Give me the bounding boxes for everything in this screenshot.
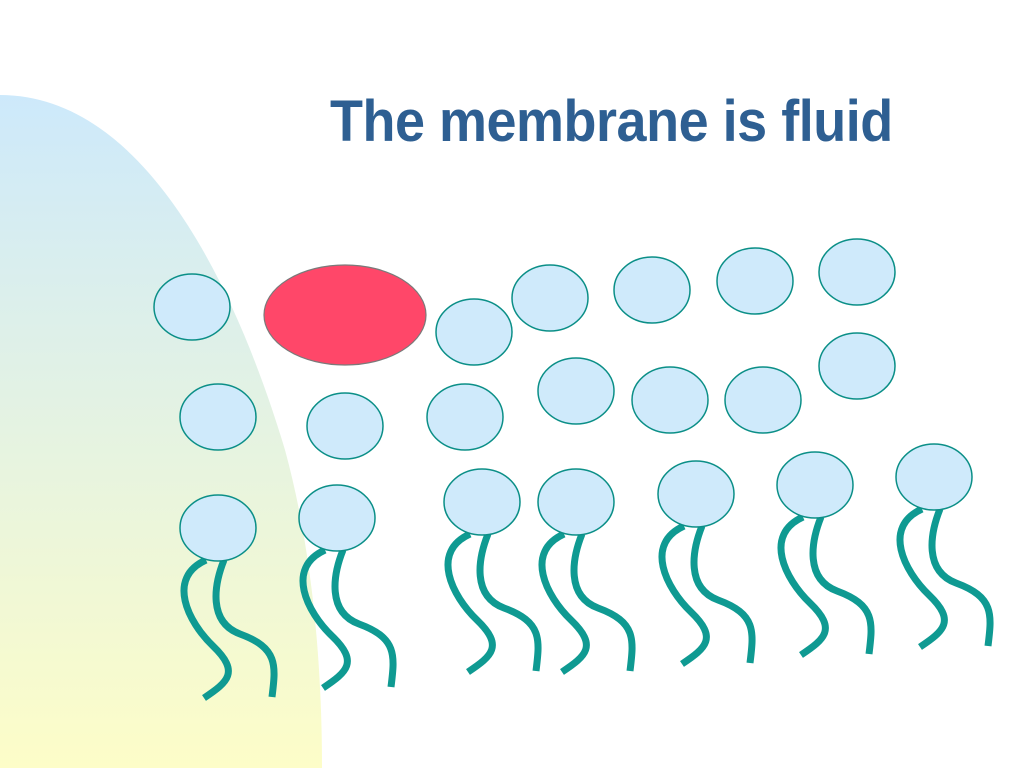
fatty-acid-tail: [896, 505, 948, 650]
phospholipid-head: [895, 443, 973, 511]
phospholipid: [443, 468, 542, 675]
fatty-acid-tail: [299, 546, 351, 691]
phospholipid: [895, 443, 994, 650]
phospholipid-head: [298, 484, 376, 552]
phospholipid-head: [631, 366, 709, 434]
phospholipids-with-tails: [179, 443, 994, 701]
phospholipid-head: [613, 256, 691, 324]
phospholipid-head: [426, 383, 504, 451]
phospholipid: [657, 460, 756, 667]
phospholipid-head: [511, 264, 589, 332]
phospholipid-head: [306, 392, 384, 460]
phospholipid-head: [818, 332, 896, 400]
fatty-acid-tail: [570, 532, 636, 672]
phospholipid-head: [657, 460, 735, 528]
fatty-acid-tail: [658, 522, 710, 667]
phospholipid: [776, 451, 875, 658]
fatty-acid-tail: [180, 556, 232, 701]
phospholipid-head: [724, 366, 802, 434]
fatty-acid-tail: [331, 548, 397, 688]
backdrop-shape: [0, 95, 322, 768]
phospholipid-head: [776, 451, 854, 519]
phospholipid-head: [443, 468, 521, 536]
phospholipid-head: [153, 273, 231, 341]
fatty-acid-tail: [444, 530, 496, 675]
phospholipid-head: [537, 357, 615, 425]
phospholipid: [179, 494, 278, 701]
fatty-acid-tail: [809, 515, 875, 655]
slide-title: The membrane is fluid: [330, 89, 893, 154]
phospholipid-head: [435, 298, 513, 366]
fatty-acid-tail: [690, 524, 756, 664]
lipid-heads: [153, 238, 896, 460]
phospholipid-head: [179, 494, 257, 562]
fatty-acid-tail: [777, 513, 829, 658]
fatty-acid-tail: [212, 558, 278, 698]
phospholipid-head: [537, 468, 615, 536]
fatty-acid-tail: [476, 532, 542, 672]
phospholipid: [298, 484, 397, 691]
membrane-protein[interactable]: [263, 264, 427, 366]
phospholipid: [537, 468, 636, 675]
phospholipid-head: [716, 247, 794, 315]
phospholipid-head: [818, 238, 896, 306]
fatty-acid-tail: [538, 530, 590, 675]
phospholipid-head: [179, 383, 257, 451]
fatty-acid-tail: [928, 507, 994, 647]
